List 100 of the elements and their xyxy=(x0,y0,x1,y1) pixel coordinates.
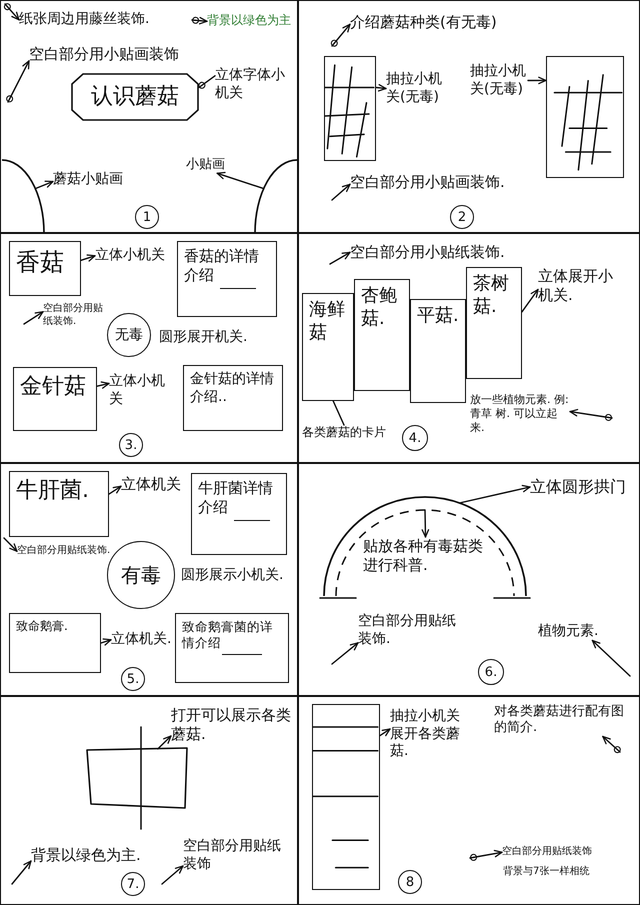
note-text: 空白部分用贴纸装饰 xyxy=(502,846,592,858)
storyboard-panel xyxy=(0,462,299,697)
note-text: 背景以绿色为主. xyxy=(31,846,141,865)
note-text: 对各类蘑菇进行配有图的简介. xyxy=(494,704,630,736)
panel-number: 7. xyxy=(121,872,145,896)
leader-line xyxy=(332,400,345,426)
arrow xyxy=(602,736,621,754)
arrow xyxy=(3,537,18,552)
note-text: 抽拉小机关展开各类蘑菇. xyxy=(390,708,462,760)
arrow xyxy=(521,288,539,312)
note-text: 空白部分用贴纸装饰. xyxy=(43,303,109,328)
name-card xyxy=(9,241,81,296)
detail-card xyxy=(191,473,287,555)
note-text: 空白部分用小贴画装饰 xyxy=(29,45,179,64)
arrow xyxy=(331,642,359,665)
note-text: 立体小机关 xyxy=(95,247,165,264)
grid-card xyxy=(324,56,376,161)
storyboard-panel xyxy=(0,0,299,234)
card-text: 茶树菇. xyxy=(473,273,510,318)
arrow xyxy=(11,860,32,885)
name-card xyxy=(302,293,354,401)
note-text: 打开可以展示各类蘑菇. xyxy=(171,706,293,744)
note-text: 贴放各种有毒菇类进行科普. xyxy=(363,537,488,574)
name-card xyxy=(466,267,522,379)
note-text: 空白部分用小贴纸装饰. xyxy=(350,243,505,262)
arrow xyxy=(34,180,54,190)
note-text: 空白部分用贴纸装饰. xyxy=(17,545,110,558)
card-text: 金针菇 xyxy=(20,373,86,400)
storyboard-panel xyxy=(297,0,640,234)
card-text: 牛肝菌. xyxy=(16,477,89,504)
note-text: 背景与7张一样相统 xyxy=(503,866,590,878)
arrow xyxy=(569,408,613,421)
note-text: 立体字体小机关 xyxy=(215,67,291,102)
arrow xyxy=(527,76,547,84)
arrow xyxy=(592,640,631,677)
arrow xyxy=(108,486,122,495)
storyboard-panel xyxy=(0,232,299,464)
note-text: 圆形展开机关. xyxy=(159,329,248,346)
note-text: 抽拉小机关(无毒) xyxy=(470,63,528,98)
note-text: 立体机关. xyxy=(111,631,172,648)
arrow xyxy=(100,638,112,646)
card-text: 香菇 xyxy=(16,247,64,277)
card-text: 平菇. xyxy=(417,305,459,328)
note-text: 介绍蘑菇种类(有无毒) xyxy=(350,13,497,32)
card-text: 致命鹅膏菌的详情介绍 xyxy=(182,619,274,650)
note-text: 空白部分用贴纸装饰 xyxy=(183,838,283,873)
arrow xyxy=(96,381,110,389)
note-text: 抽拉小机关(无毒) xyxy=(386,71,444,106)
note-text: 蘑菇小贴画 xyxy=(53,171,123,188)
arrow xyxy=(6,60,30,103)
name-card xyxy=(9,471,109,537)
storyboard-panel xyxy=(297,462,640,697)
storyboard-panel xyxy=(297,695,640,905)
note-text: 各类蘑菇的卡片 xyxy=(302,425,386,440)
arrow xyxy=(157,735,172,750)
name-card xyxy=(354,279,410,391)
name-card xyxy=(9,613,101,673)
card-text: 牛肝菌详情介绍 xyxy=(198,479,274,516)
arrow xyxy=(375,84,387,92)
round-flap: 无毒 xyxy=(107,313,151,357)
detail-card xyxy=(177,241,277,317)
panel-number: 2 xyxy=(450,205,474,229)
note-text: 空白部分用贴纸装饰. xyxy=(358,613,462,648)
grid-card xyxy=(546,56,624,178)
arrow xyxy=(23,311,44,325)
arrow xyxy=(379,728,391,736)
name-card xyxy=(13,367,97,431)
arrow xyxy=(330,24,351,47)
note-text: 纸张周边用藤丝装饰. xyxy=(19,11,150,28)
arrow xyxy=(216,172,264,190)
panel-number: 4. xyxy=(402,425,428,451)
arrow xyxy=(4,3,20,20)
note-text: 小贴画 xyxy=(186,157,225,174)
panel-number: 3. xyxy=(119,433,143,457)
note-text: 放一些植物元素. 例: 青草 树. 可以立起来. xyxy=(470,393,570,434)
detail-card xyxy=(183,365,283,431)
card-text: 金针菇的详情介绍.. xyxy=(190,371,275,406)
note-text: 背景以绿色为主 xyxy=(207,13,291,28)
note-text: 植物元素. xyxy=(538,623,598,640)
detail-card xyxy=(175,613,289,683)
card-text: 海鲜菇 xyxy=(309,299,346,344)
note-text: 立体机关 xyxy=(121,475,181,494)
title-text: 认识蘑菇 xyxy=(91,83,179,111)
note-text: 空白部分用小贴画装饰. xyxy=(350,173,505,192)
note-text: 立体展开小机关. xyxy=(538,267,618,304)
storyboard-panel xyxy=(297,232,640,464)
panel-number: 8 xyxy=(398,870,422,894)
arrow xyxy=(161,865,184,885)
panel-number: 1 xyxy=(135,205,159,229)
name-card xyxy=(410,299,466,403)
arrow xyxy=(422,509,430,538)
arrow xyxy=(469,850,503,861)
card-text: 杏鲍菇. xyxy=(361,285,398,330)
arrow xyxy=(329,252,351,265)
note-text: 立体小机关 xyxy=(109,373,167,408)
panel-number: 5. xyxy=(121,667,145,691)
note-text: 圆形展示小机关. xyxy=(181,567,284,584)
storyboard-panel xyxy=(0,695,299,905)
pull-strip xyxy=(312,704,380,890)
note-text: 立体圆形拱门 xyxy=(530,477,626,497)
